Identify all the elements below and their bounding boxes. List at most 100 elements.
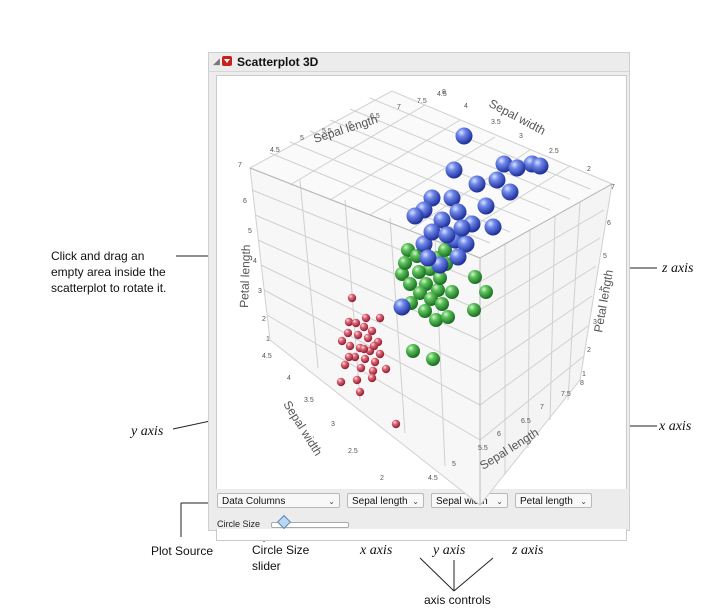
data-point (424, 292, 438, 306)
tick-label: 4 (599, 286, 603, 293)
data-point (501, 183, 519, 201)
data-point (368, 366, 378, 376)
annotation-x-axis-right: x axis (659, 419, 692, 434)
tick-label: 6.5 (370, 113, 380, 120)
data-point (441, 310, 455, 324)
plot-source-dropdown[interactable]: Data Columns ⌄ (217, 493, 340, 508)
data-point (393, 298, 411, 316)
annotation-x-axis-bottom: x axis (360, 543, 393, 558)
data-point (531, 157, 549, 175)
data-point (423, 223, 441, 241)
data-point (363, 333, 373, 343)
annotation-z-axis-bottom: z axis (512, 543, 544, 558)
annotation-z-axis-right: z axis (662, 261, 694, 276)
data-point (433, 271, 447, 285)
chevron-down-icon: ⌄ (580, 497, 587, 506)
chevron-down-icon: ⌄ (496, 497, 503, 506)
data-point (449, 248, 467, 266)
circle-size-slider[interactable] (271, 522, 349, 528)
tick-label: 8 (580, 380, 584, 387)
annotation-rotate: Click and drag an empty area inside the … (51, 248, 166, 296)
data-point (340, 360, 350, 370)
tick-label: 5 (300, 135, 304, 142)
data-point (361, 313, 371, 323)
x-axis-dropdown[interactable]: Sepal length ⌄ (347, 493, 424, 508)
data-point (351, 318, 361, 328)
data-point (395, 267, 409, 281)
tick-label: 6 (243, 198, 247, 205)
plot-source-value: Data Columns (222, 496, 286, 507)
axis-label-bottom-sepal-width: Sepal width (280, 398, 325, 458)
annotation-axis-controls: axis controls (424, 593, 491, 607)
tick-label: 2 (380, 475, 384, 482)
data-points (336, 127, 549, 429)
data-point (356, 363, 366, 373)
data-point (398, 256, 412, 270)
tick-label: 4 (464, 103, 468, 110)
annotation-plot-source: Plot Source (151, 544, 214, 558)
data-point (391, 419, 401, 429)
data-point (445, 285, 459, 299)
red-triangle-menu-icon[interactable] (222, 56, 232, 66)
data-point (455, 127, 473, 145)
data-point (344, 352, 354, 362)
data-point (438, 243, 452, 257)
data-point (468, 175, 486, 193)
data-point (453, 219, 471, 237)
data-point (381, 364, 391, 374)
x-axis-value: Sepal length (352, 496, 408, 507)
disclosure-icon[interactable]: ◢ (213, 56, 220, 66)
tick-label: 3 (331, 421, 335, 428)
data-point (345, 341, 355, 351)
tick-label: 2.5 (348, 448, 358, 455)
data-point (370, 357, 380, 367)
tick-label: 5 (248, 228, 252, 235)
tick-label: 2.5 (549, 148, 559, 155)
z-axis-dropdown[interactable]: Petal length ⌄ (515, 493, 592, 508)
z-axis-value: Petal length (520, 496, 573, 507)
chevron-down-icon: ⌄ (412, 497, 419, 506)
annotation-rotate-line3: scatterplot to rotate it. (51, 281, 167, 295)
data-point (467, 303, 481, 317)
tick-label: 2 (587, 347, 591, 354)
data-point (375, 313, 385, 323)
data-point (369, 341, 379, 351)
tick-label: 3 (593, 319, 597, 326)
data-point (359, 344, 369, 354)
data-point (468, 270, 482, 284)
data-point (488, 171, 506, 189)
annotation-y-axis-bottom: y axis (433, 543, 466, 558)
tick-label: 7 (397, 104, 401, 111)
data-point (419, 249, 437, 267)
tick-label: 6.5 (521, 418, 531, 425)
data-point (508, 159, 526, 177)
data-point (367, 373, 377, 383)
panel-title: Scatterplot 3D (237, 55, 319, 69)
data-point (418, 304, 432, 318)
data-point (443, 189, 461, 207)
data-point (347, 293, 357, 303)
tick-label: 7 (611, 184, 615, 191)
tick-label: 4.5 (437, 91, 447, 98)
controls-bar: Data Columns ⌄ Sepal length ⌄ Sepal widt… (209, 489, 629, 530)
tick-label: 7 (540, 404, 544, 411)
axis-label-top-sepal-width: Sepal width (487, 96, 548, 137)
data-point (350, 352, 360, 362)
data-point (343, 328, 353, 338)
tick-label: 4 (287, 375, 291, 382)
data-point (412, 265, 426, 279)
tick-label: 3.5 (304, 397, 314, 404)
tick-label: 7 (238, 162, 242, 169)
data-point (415, 235, 433, 253)
data-point (429, 313, 443, 327)
panel-title-bar: ◢ Scatterplot 3D (209, 53, 629, 72)
data-point (484, 218, 502, 236)
data-point (403, 277, 417, 291)
data-point (477, 197, 495, 215)
tick-label: 7.5 (417, 98, 427, 105)
tick-label: 5 (452, 461, 456, 468)
data-point (495, 155, 513, 173)
tick-label: 5 (603, 253, 607, 260)
tick-label: 1 (266, 336, 270, 343)
